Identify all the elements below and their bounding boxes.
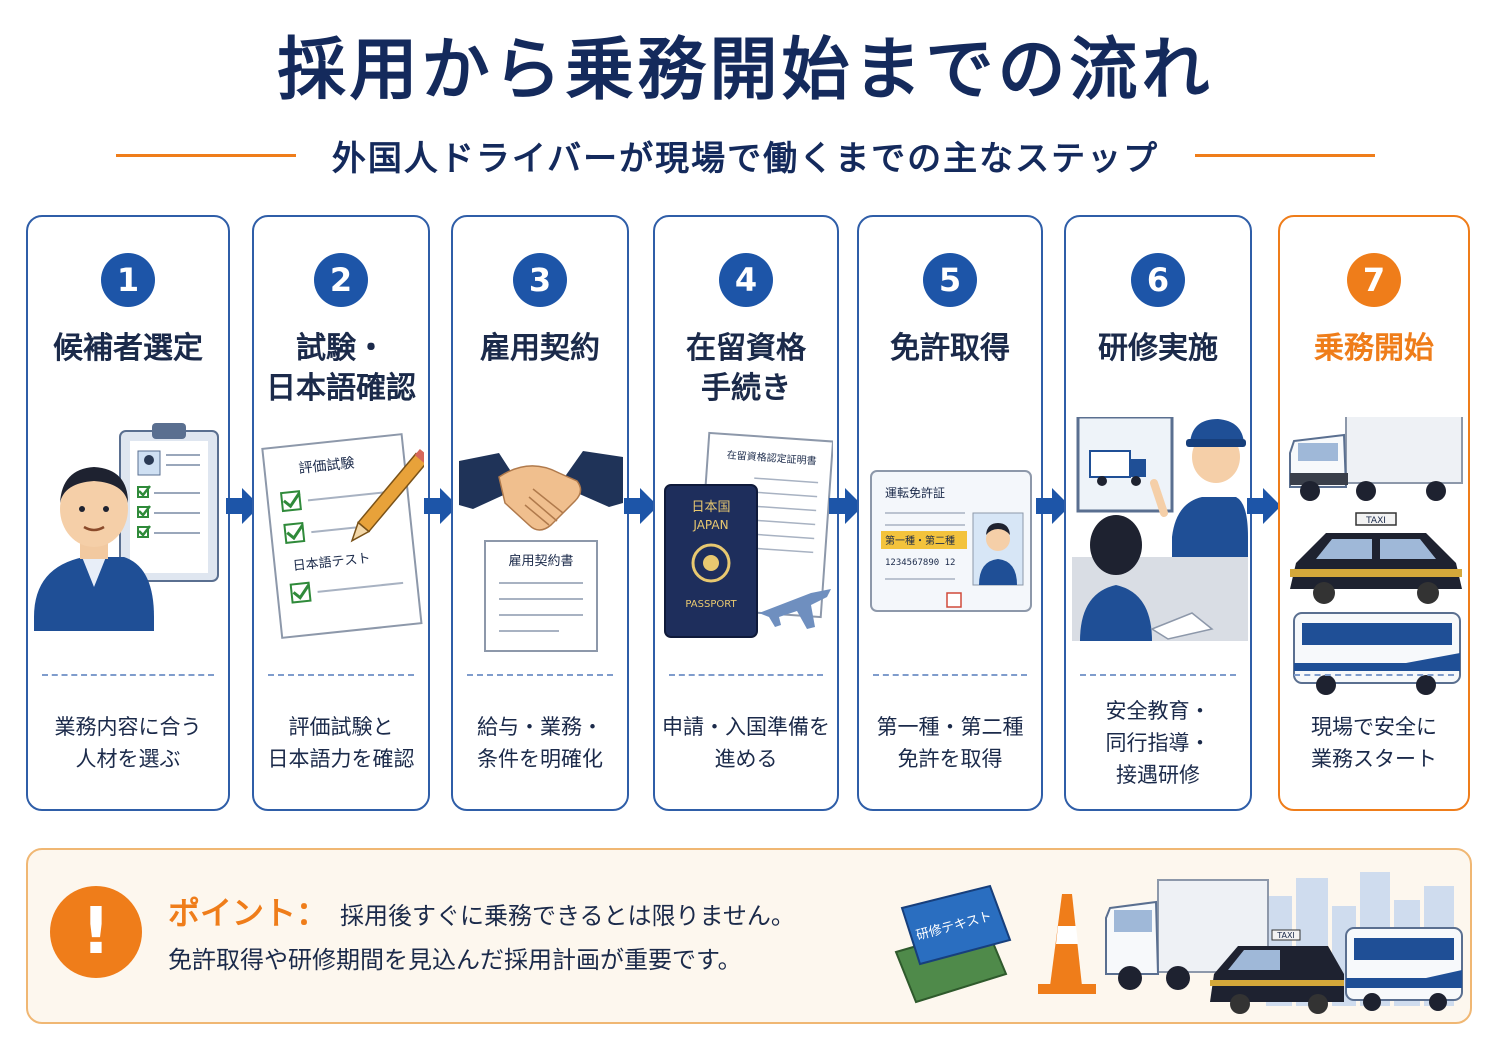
arrow-right-icon (829, 488, 863, 524)
svg-text:日本国: 日本国 (691, 500, 730, 515)
svg-text:運転免許証: 運転免許証 (885, 485, 945, 500)
card-divider (1294, 674, 1454, 676)
vehicles-icon: TAXI (1286, 404, 1463, 695)
step-number-badge: 6 (1131, 253, 1185, 307)
subtitle-rule-left (115, 153, 296, 157)
step-card-3: 3 雇用契約 雇用契約書 給与・業務・ 条件を明確化 (451, 215, 629, 811)
arrow-right-icon (1036, 488, 1070, 524)
page-subtitle: 外国人ドライバーが現場で働くまでの主なステップ (331, 138, 1160, 179)
taxi-icon: TAXI (1290, 512, 1462, 604)
point-illustration: 研修テキスト TAXI (866, 856, 1466, 1018)
point-box: ! ポイント：採用後すぐに乗務できるとは限りません。 免許取得や研修期間を見込ん… (26, 848, 1472, 1024)
step-number-badge: 7 (1347, 253, 1401, 307)
svg-text:評価試験: 評価試験 (298, 455, 355, 477)
svg-text:第一種・第二種: 第一種・第二種 (885, 534, 955, 547)
arrow-right-icon (424, 488, 458, 524)
step-number-badge: 3 (513, 253, 567, 307)
step-description: 現場で安全に 業務スタート (1311, 715, 1437, 771)
svg-text:JAPAN: JAPAN (692, 518, 728, 532)
step-title: 乗務開始 (1314, 331, 1434, 366)
card-divider (873, 674, 1027, 676)
step-title: 雇用契約 (480, 331, 600, 366)
step-number-badge: 4 (719, 253, 773, 307)
truck-icon (1105, 879, 1269, 990)
step-title: 研修実施 (1098, 331, 1218, 366)
svg-text:PASSPORT: PASSPORT (685, 599, 737, 610)
step-card-7: 7 乗務開始 TAXI (1278, 215, 1470, 811)
step-description: 業務内容に合う 人材を選ぶ (54, 715, 202, 771)
subtitle-rule-right (1195, 153, 1376, 157)
passport-icon: 在留資格認定証明書 日本国 JAPAN PASSPORT (661, 417, 835, 655)
bus-icon (1293, 612, 1461, 695)
handshake-icon: 雇用契約書 (459, 417, 623, 655)
exclamation-icon: ! (50, 886, 142, 978)
point-label: ポイント： (168, 894, 329, 932)
traffic-cone-icon (1038, 894, 1096, 994)
step-description: 給与・業務・ 条件を明確化 (477, 715, 603, 771)
step-description: 安全教育・ 同行指導・ 接遇研修 (1105, 699, 1211, 787)
svg-text:TAXI: TAXI (1276, 931, 1295, 940)
arrow-right-icon (624, 488, 658, 524)
step-card-4: 4 在留資格 手続き 在留資格認定証明書 日本国 JAPAN PASSPORT … (653, 215, 839, 811)
step-card-2: 2 試験・ 日本語確認 評価試験 日本語テスト (252, 215, 431, 811)
card-divider (669, 674, 823, 676)
step-title: 在留資格 手続き (686, 331, 806, 406)
svg-text:雇用契約書: 雇用契約書 (508, 553, 573, 569)
svg-text:1234567890 12: 1234567890 12 (885, 558, 955, 568)
step-description: 評価試験と 日本語力を確認 (267, 715, 415, 771)
taxi-icon: TAXI (1210, 929, 1344, 1014)
subtitle-row: 外国人ドライバーが現場で働くまでの主なステップ (0, 128, 1491, 182)
step-title: 免許取得 (890, 331, 1010, 366)
step-description: 申請・入国準備を 進める (662, 715, 830, 771)
truck-icon (1289, 404, 1463, 501)
arrow-right-icon (226, 488, 260, 524)
training-icon (1072, 415, 1248, 655)
step-title: 候補者選定 (53, 331, 203, 366)
arrow-right-icon (1247, 488, 1281, 524)
step-number-badge: 2 (314, 253, 368, 307)
step-number-badge: 1 (101, 253, 155, 307)
exam-sheet-icon: 評価試験 日本語テスト (260, 417, 431, 655)
step-card-5: 5 免許取得 運転免許証 第一種・第二種 1234567890 12 第一種・第… (857, 215, 1043, 811)
license-card-icon: 運転免許証 第一種・第二種 1234567890 12 (865, 417, 1035, 655)
candidate-clipboard-icon (34, 417, 222, 655)
point-line-1: ポイント：採用後すぐに乗務できるとは限りません。 (168, 894, 795, 932)
step-card-1: 1 候補者選定 (26, 215, 230, 811)
step-title: 試験・ 日本語確認 (266, 331, 416, 406)
step-card-6: 6 研修実施 安全教育・ 同行指導・ 接遇研修 (1064, 215, 1252, 811)
card-divider (42, 674, 214, 676)
point-line-2: 免許取得や研修期間を見込んだ採用計画が重要です。 (168, 946, 742, 974)
step-description: 第一種・第二種 免許を取得 (876, 715, 1024, 771)
textbook-icon: 研修テキスト (894, 884, 1012, 1004)
card-divider (1080, 674, 1236, 676)
step-number-badge: 5 (923, 253, 977, 307)
page-title: 採用から乗務開始までの流れ (277, 31, 1214, 110)
card-divider (467, 674, 613, 676)
card-divider (268, 674, 414, 676)
svg-text:TAXI: TAXI (1365, 516, 1386, 526)
bus-icon (1345, 927, 1463, 1011)
